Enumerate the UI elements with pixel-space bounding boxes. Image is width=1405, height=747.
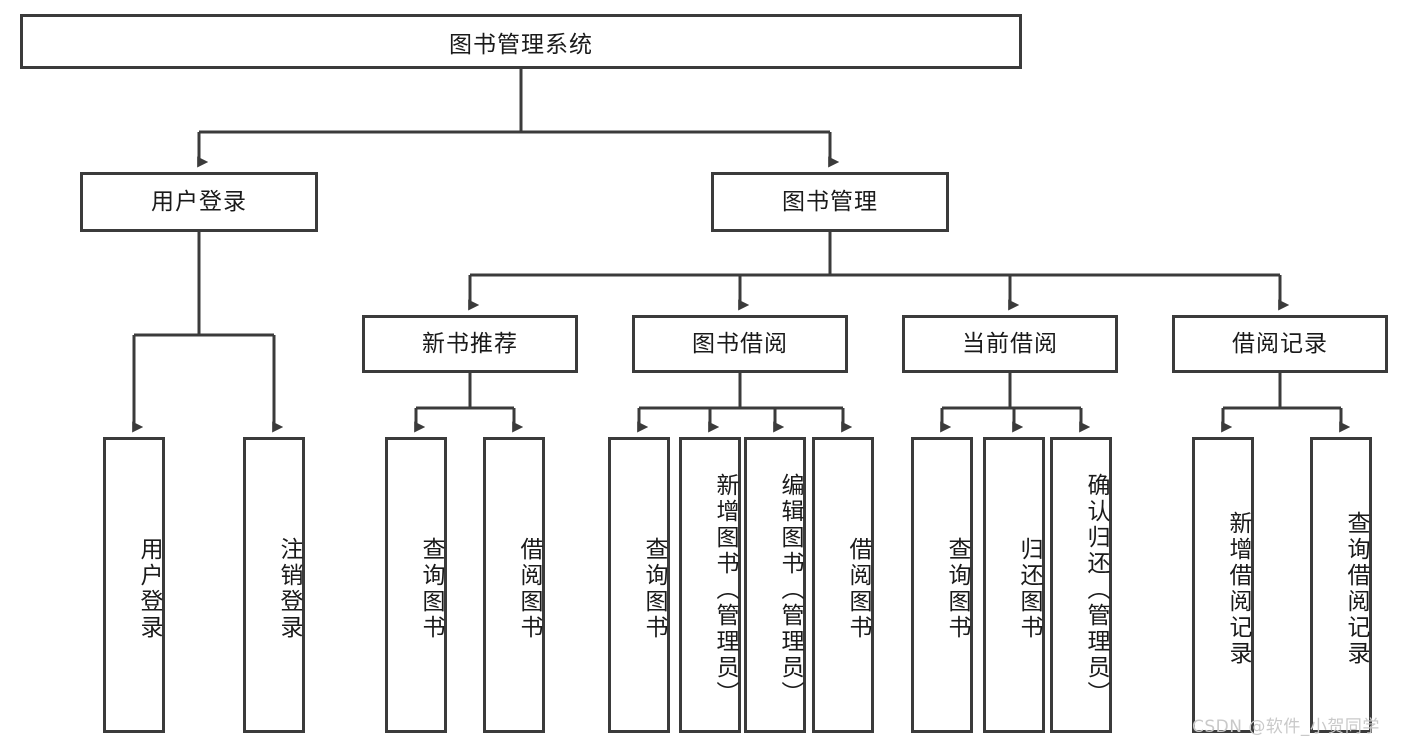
node-leaf-add-borrow-record[interactable]: 新增借阅记录: [1192, 437, 1254, 733]
node-leaf-add-book-admin[interactable]: 新增图书（管理员）: [679, 437, 741, 733]
node-user-login[interactable]: 用户登录: [80, 172, 318, 232]
node-leaf-query-borrow-record[interactable]: 查询借阅记录: [1310, 437, 1372, 733]
node-current-borrow[interactable]: 当前借阅: [902, 315, 1118, 373]
node-new-book-recommend[interactable]: 新书推荐: [362, 315, 578, 373]
node-leaf-edit-book-admin[interactable]: 编辑图书（管理员）: [744, 437, 806, 733]
node-borrow-record[interactable]: 借阅记录: [1172, 315, 1388, 373]
node-leaf-return-book[interactable]: 归还图书: [983, 437, 1045, 733]
node-leaf-borrow-book-recommend[interactable]: 借阅图书: [483, 437, 545, 733]
csdn-watermark: CSDN @软件_小贺同学: [1192, 717, 1380, 737]
node-leaf-logout[interactable]: 注销登录: [243, 437, 305, 733]
node-leaf-query-book-recommend[interactable]: 查询图书: [385, 437, 447, 733]
node-root-system[interactable]: 图书管理系统: [20, 14, 1022, 69]
node-leaf-user-login[interactable]: 用户登录: [103, 437, 165, 733]
node-book-borrow[interactable]: 图书借阅: [632, 315, 848, 373]
node-leaf-query-book-current[interactable]: 查询图书: [911, 437, 973, 733]
node-leaf-query-book-borrow[interactable]: 查询图书: [608, 437, 670, 733]
node-book-manage[interactable]: 图书管理: [711, 172, 949, 232]
node-leaf-borrow-book-borrow[interactable]: 借阅图书: [812, 437, 874, 733]
node-leaf-confirm-return-admin[interactable]: 确认归还（管理员）: [1050, 437, 1112, 733]
